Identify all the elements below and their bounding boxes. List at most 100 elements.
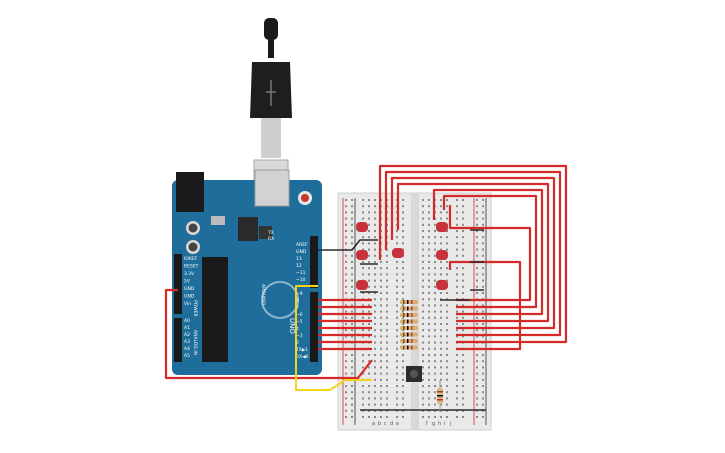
breadboard-hole: [440, 347, 442, 350]
breadboard-hole: [396, 397, 398, 400]
breadboard-hole: [374, 360, 376, 363]
breadboard-hole: [440, 329, 442, 332]
breadboard-hole: [386, 273, 388, 276]
breadboard-hole: [345, 372, 347, 375]
resistor: [400, 339, 418, 343]
breadboard-hole: [368, 323, 370, 325]
breadboard-hole: [402, 372, 404, 375]
breadboard-hole: [440, 292, 442, 294]
breadboard-hole: [422, 366, 424, 369]
resistor-band: [407, 345, 409, 350]
pin-label: ~10: [296, 277, 306, 283]
resistor-band: [407, 332, 409, 337]
breadboard-hole: [428, 329, 430, 332]
breadboard-hole: [345, 217, 347, 220]
resistor-band: [407, 300, 409, 304]
breadboard-hole: [402, 416, 404, 418]
led-right-1: [436, 222, 448, 232]
pin-label: ~11: [296, 270, 306, 276]
breadboard-hole: [402, 366, 404, 369]
breadboard-hole: [351, 316, 353, 319]
breadboard-hole: [456, 329, 458, 332]
breadboard-hole: [368, 360, 370, 363]
breadboard-hole: [386, 292, 388, 294]
breadboard-hole: [422, 372, 424, 375]
breadboard-hole: [368, 217, 370, 220]
breadboard-hole: [428, 372, 430, 375]
breadboard-hole: [380, 329, 382, 332]
breadboard-hole: [446, 416, 448, 418]
pin-label: RX◀0: [296, 354, 309, 360]
breadboard-hole: [368, 211, 370, 214]
breadboard-hole: [351, 323, 353, 325]
breadboard-hole: [380, 316, 382, 319]
breadboard-hole: [368, 391, 370, 394]
breadboard-hole: [422, 316, 424, 319]
breadboard-hole: [402, 279, 404, 282]
breadboard-hole: [345, 273, 347, 276]
breadboard-hole: [456, 285, 458, 288]
breadboard-hole: [374, 273, 376, 276]
breadboard-hole: [428, 397, 430, 400]
breadboard-hole: [456, 416, 458, 418]
breadboard-hole: [476, 403, 478, 406]
breadboard-hole: [456, 273, 458, 276]
breadboard-hole: [422, 385, 424, 387]
pin-label: 2: [296, 340, 299, 346]
breadboard-hole: [380, 292, 382, 294]
breadboard-hole: [402, 298, 404, 301]
breadboard-hole: [368, 403, 370, 406]
breadboard-hole: [422, 267, 424, 270]
breadboard-hole: [434, 267, 436, 270]
breadboard-hole: [351, 236, 353, 239]
breadboard-hole: [396, 366, 398, 369]
breadboard-hole: [402, 199, 404, 201]
breadboard-hole: [434, 254, 436, 257]
breadboard-hole: [482, 354, 484, 356]
breadboard-hole: [396, 261, 398, 263]
breadboard-hole: [374, 217, 376, 220]
breadboard-hole: [462, 329, 464, 332]
breadboard-hole: [402, 316, 404, 319]
pin-label: ~9: [296, 291, 303, 297]
breadboard-hole: [351, 242, 353, 245]
breadboard-hole: [396, 292, 398, 294]
breadboard-hole: [456, 242, 458, 245]
breadboard-hole: [434, 329, 436, 332]
breadboard-hole: [368, 254, 370, 257]
breadboard-hole: [351, 360, 353, 363]
breadboard-hole: [362, 205, 364, 208]
breadboard-hole: [368, 267, 370, 270]
black-wires: [318, 229, 486, 411]
leds: [356, 222, 448, 290]
breadboard-hole: [345, 360, 347, 363]
breadboard-hole: [368, 385, 370, 387]
breadboard-hole: [446, 347, 448, 350]
breadboard-hole: [428, 347, 430, 350]
breadboard-hole: [482, 267, 484, 270]
breadboard-hole: [434, 378, 436, 381]
breadboard-hole: [482, 223, 484, 226]
breadboard-hole: [482, 372, 484, 375]
breadboard-hole: [380, 285, 382, 288]
breadboard-hole: [368, 335, 370, 338]
breadboard-hole: [374, 261, 376, 263]
breadboard-hole: [446, 360, 448, 363]
breadboard-hole: [456, 205, 458, 208]
breadboard-hole: [368, 366, 370, 369]
breadboard-hole: [362, 403, 364, 406]
breadboard-hole: [362, 310, 364, 313]
breadboard-hole: [345, 416, 347, 418]
breadboard-hole: [428, 236, 430, 239]
column-letter: i: [444, 421, 445, 427]
breadboard-hole: [428, 242, 430, 245]
breadboard-hole: [345, 310, 347, 313]
resistor-band: [411, 313, 413, 317]
breadboard-hole: [362, 372, 364, 375]
breadboard-hole: [482, 391, 484, 394]
breadboard-hole: [446, 292, 448, 294]
breadboard-hole: [446, 366, 448, 369]
breadboard-hole: [368, 236, 370, 239]
pin-label: 4: [296, 326, 299, 332]
breadboard-hole: [482, 292, 484, 294]
